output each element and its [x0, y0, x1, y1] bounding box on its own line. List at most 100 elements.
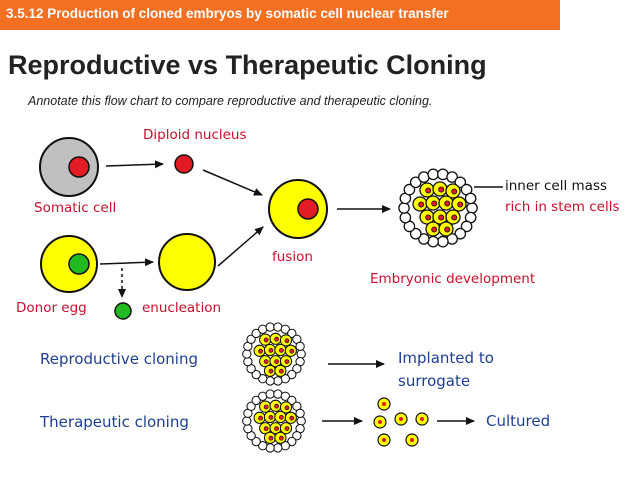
inner-cell-nucleus	[425, 214, 432, 221]
inner-cell-nucleus	[457, 201, 464, 208]
inner-cell-nucleus	[274, 359, 279, 365]
trophoblast-cell	[243, 423, 253, 434]
trophoblast-cell	[258, 441, 268, 451]
inner-cell-nucleus	[438, 186, 445, 193]
inner-cell-nucleus	[444, 226, 451, 233]
arrow-somatic-to-nucleus	[105, 160, 164, 169]
trophoblast-cell	[446, 171, 458, 183]
inner-cell-nucleus	[438, 214, 445, 221]
trophoblast-cell	[287, 328, 297, 339]
diploid-nucleus	[174, 154, 194, 174]
inner-cell-nucleus	[263, 404, 269, 410]
trophoblast-cell	[399, 211, 412, 224]
trophoblast-cell	[436, 235, 449, 248]
fused-cell	[268, 179, 328, 239]
arrow-nucleus-to-fusion	[202, 169, 263, 196]
inner-cell-nucleus	[274, 336, 279, 342]
inner-cell-nucleus	[289, 415, 295, 421]
inner-cell-nucleus	[268, 368, 274, 374]
label-reproductive-cloning: Reproductive cloning	[40, 350, 199, 368]
trophoblast-cell	[427, 168, 440, 181]
label-diploid-nucleus: Diploid nucleus	[143, 127, 247, 143]
trophoblast-cell	[251, 395, 261, 406]
trophoblast-cell	[280, 324, 290, 334]
trophoblast-cell	[464, 192, 477, 205]
blastocyst-therapeutic	[242, 389, 306, 453]
trophoblast-cell	[418, 233, 430, 245]
inner-cell-nucleus	[268, 415, 274, 420]
trophoblast-cell	[265, 322, 275, 332]
inner-cell-nucleus	[278, 348, 284, 353]
trophoblast-cell	[246, 334, 256, 344]
trophoblast-cell	[292, 364, 302, 374]
trophoblast-cell	[251, 328, 261, 339]
inner-cell-nucleus	[284, 426, 290, 432]
inner-cell-nucleus	[451, 188, 458, 195]
label-implanted-line1: Implanted to	[398, 349, 494, 367]
header-text: 3.5.12 Production of cloned embryos by s…	[6, 6, 449, 21]
trophoblast-cell	[398, 202, 410, 214]
label-implanted-line2: surrogate	[398, 372, 471, 390]
trophoblast-cell	[296, 416, 306, 426]
inner-cell-nucleus	[274, 403, 279, 409]
trophoblast-cell	[409, 176, 422, 189]
arrow-egg-to-fusion	[217, 226, 264, 267]
label-therapeutic-cloning: Therapeutic cloning	[40, 413, 189, 431]
label-somatic-cell: Somatic cell	[34, 200, 117, 216]
egg-nucleus	[68, 253, 90, 275]
removed-nucleus	[114, 302, 132, 320]
page-title: Reproductive vs Therapeutic Cloning	[8, 50, 487, 80]
inner-cell-nucleus	[268, 435, 274, 441]
inner-cell-nucleus	[284, 405, 290, 411]
trophoblast-cell	[265, 389, 275, 399]
trophoblast-cell	[251, 369, 261, 380]
donor-egg	[40, 235, 98, 293]
instruction-text: Annotate this flow chart to compare repr…	[28, 94, 433, 108]
stem-cells-separated	[373, 397, 429, 447]
trophoblast-cell	[273, 443, 283, 453]
trophoblast-cell	[273, 376, 283, 386]
trophoblast-cell	[251, 436, 261, 447]
inner-cell-nucleus	[451, 214, 458, 221]
inner-cell-nucleus	[274, 426, 279, 432]
arrow-donor-to-enucleated	[99, 258, 154, 267]
trophoblast-cell	[243, 356, 253, 367]
inner-cell-nucleus	[425, 187, 432, 194]
trophoblast-cell	[242, 416, 252, 426]
header-bar: 3.5.12 Production of cloned embryos by s…	[0, 0, 560, 30]
somatic-nucleus	[68, 156, 90, 178]
label-cultured: Cultured	[486, 412, 551, 430]
trophoblast-cell	[292, 431, 302, 441]
trophoblast-cell	[280, 391, 290, 401]
inner-cell-nucleus	[431, 200, 438, 207]
blastocyst-large	[398, 168, 478, 248]
trophoblast-cell	[258, 374, 268, 384]
trophoblast-cell	[242, 349, 252, 359]
inner-cell-nucleus	[263, 426, 269, 432]
inner-cell-nucleus	[431, 226, 438, 233]
trophoblast-cell	[403, 183, 416, 196]
inner-cell-nucleus	[258, 415, 263, 421]
trophoblast-cell	[466, 202, 478, 214]
label-fusion: fusion	[272, 249, 313, 265]
inner-cell-nucleus	[284, 359, 290, 365]
inner-cell-nucleus	[268, 348, 274, 353]
trophoblast-cell	[287, 436, 297, 447]
inner-cell-nucleus	[278, 435, 284, 441]
label-donor-egg: Donor egg	[16, 300, 87, 316]
trophoblast-cell	[296, 349, 306, 359]
label-embryonic-development: Embryonic development	[370, 271, 536, 287]
enucleated-egg	[158, 233, 216, 291]
label-inner-cell-mass: inner cell mass	[505, 178, 608, 194]
trophoblast-cell	[454, 227, 467, 240]
label-rich-in-stem-cells: rich in stem cells	[505, 199, 620, 215]
trophoblast-cell	[287, 395, 297, 406]
label-enucleation: enucleation	[142, 300, 222, 316]
inner-cell-nucleus	[278, 368, 284, 374]
trophoblast-cell	[295, 408, 305, 419]
inner-cell-nucleus	[284, 338, 290, 344]
inner-cell-nucleus	[263, 337, 269, 343]
inner-cell-nucleus	[289, 348, 295, 354]
inner-cell-nucleus	[418, 201, 425, 208]
